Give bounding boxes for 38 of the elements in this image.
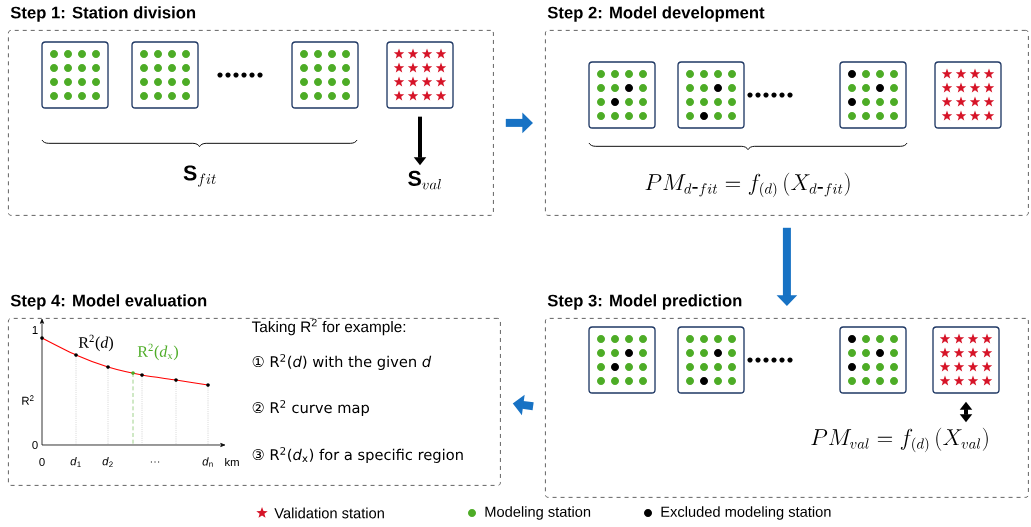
note-text: ① R$^{2}$(d) with the given d (252, 354, 432, 370)
step-heading: Step 4: Model evaluation (10, 294, 207, 310)
axis-label: 0 (32, 441, 38, 449)
station-grid (839, 326, 907, 394)
station-grid (131, 41, 199, 109)
station-grid (588, 61, 656, 129)
axis-label: 0 (39, 458, 45, 466)
validation-station-grid (932, 326, 1000, 394)
station-grid (677, 61, 745, 129)
station-grid (839, 61, 907, 129)
step-heading: Step 3: Model prediction (547, 294, 742, 310)
formula: $\mathbf{S}_{fit}$ (183, 165, 216, 187)
legend-label: Excluded modeling station (661, 506, 831, 520)
station-grid (677, 326, 745, 394)
axis-label: … (150, 461, 160, 463)
formula: $PM_{d\mbox{-}fit} = f_{(d)}\left(X_{d\mbox{-}fit}\right)$ (645, 172, 850, 198)
validation-station-grid (386, 41, 454, 109)
note-text: Taking R$^{2}$ for example: (251, 318, 406, 336)
legend-label: Validation station (274, 507, 384, 519)
step-heading: Step 2: Model development (547, 6, 765, 22)
axis-label: d$_{1}$ (70, 457, 81, 467)
curve-label: R$^{2}$(d) (78, 334, 113, 352)
legend-label: Modeling station (485, 506, 591, 520)
axis-label: d$_{n}$ (202, 457, 213, 467)
note-text: ③ R$^{2}$(d$_{x}$) for a specific region (252, 447, 463, 463)
formula: $\mathbf{S}_{val}$ (408, 170, 441, 190)
axis-label: 1 (32, 326, 38, 334)
curve-label: R$^{2}$(d$_{x}$) (137, 343, 178, 361)
note-text: ② R$^{2}$ curve map (252, 400, 369, 416)
axis-label: km (225, 457, 239, 467)
validation-station-grid (934, 61, 1002, 129)
station-grid (291, 41, 359, 109)
formula: $PM_{val} = f_{(d)}\left(X_{val}\right)$ (811, 427, 988, 453)
station-grid (41, 41, 109, 109)
axis-label: d$_{2}$ (102, 456, 113, 468)
step-heading: Step 1: Station division (10, 6, 196, 22)
station-grid (588, 326, 656, 394)
axis-label: R$^{2}$ (22, 395, 34, 405)
